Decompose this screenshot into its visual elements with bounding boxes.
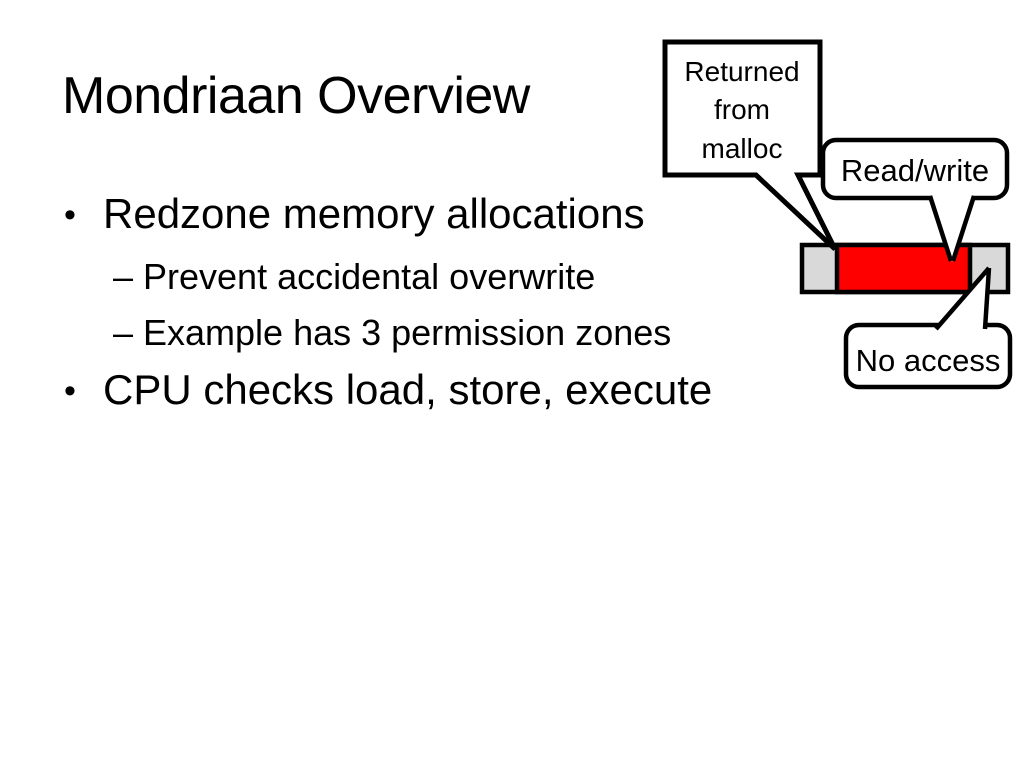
slide-title: Mondriaan Overview: [62, 67, 530, 125]
callout-label: malloc: [702, 133, 783, 164]
callout-label: Returned: [684, 56, 799, 87]
bullet-text: CPU checks load, store, execute: [103, 366, 713, 413]
bullet-dot-icon: •: [64, 372, 76, 410]
callout-box: [820, 137, 1010, 201]
bullet-text: Prevent accidental overwrite: [143, 256, 596, 297]
callout-returned-from-malloc: Returned from malloc: [662, 39, 838, 251]
callout-tail-outline: [927, 195, 977, 262]
bullet-item: • Redzone memory allocations: [64, 193, 645, 235]
callout-label: Read/write: [841, 153, 989, 188]
bullet-text: Redzone memory allocations: [103, 190, 645, 237]
callout-read-write: Read/write: [820, 137, 1010, 262]
callout-tail: [931, 194, 973, 262]
callout-no-access: No access: [843, 266, 1013, 390]
bullet-text: Example has 3 permission zones: [143, 312, 672, 353]
bullet-dot-icon: •: [64, 196, 76, 234]
callout-label: No access: [856, 343, 1001, 378]
dash-marker-icon: –: [113, 312, 134, 353]
callout-tail-outline: [934, 266, 992, 331]
callout-label: from: [714, 94, 770, 125]
bullet-item: –Example has 3 permission zones: [113, 315, 671, 351]
dash-marker-icon: –: [113, 256, 134, 297]
bullet-item: • CPU checks load, store, execute: [64, 369, 712, 411]
callout-box: [843, 322, 1013, 390]
bullet-item: –Prevent accidental overwrite: [113, 259, 595, 295]
callout-box: [662, 39, 838, 251]
